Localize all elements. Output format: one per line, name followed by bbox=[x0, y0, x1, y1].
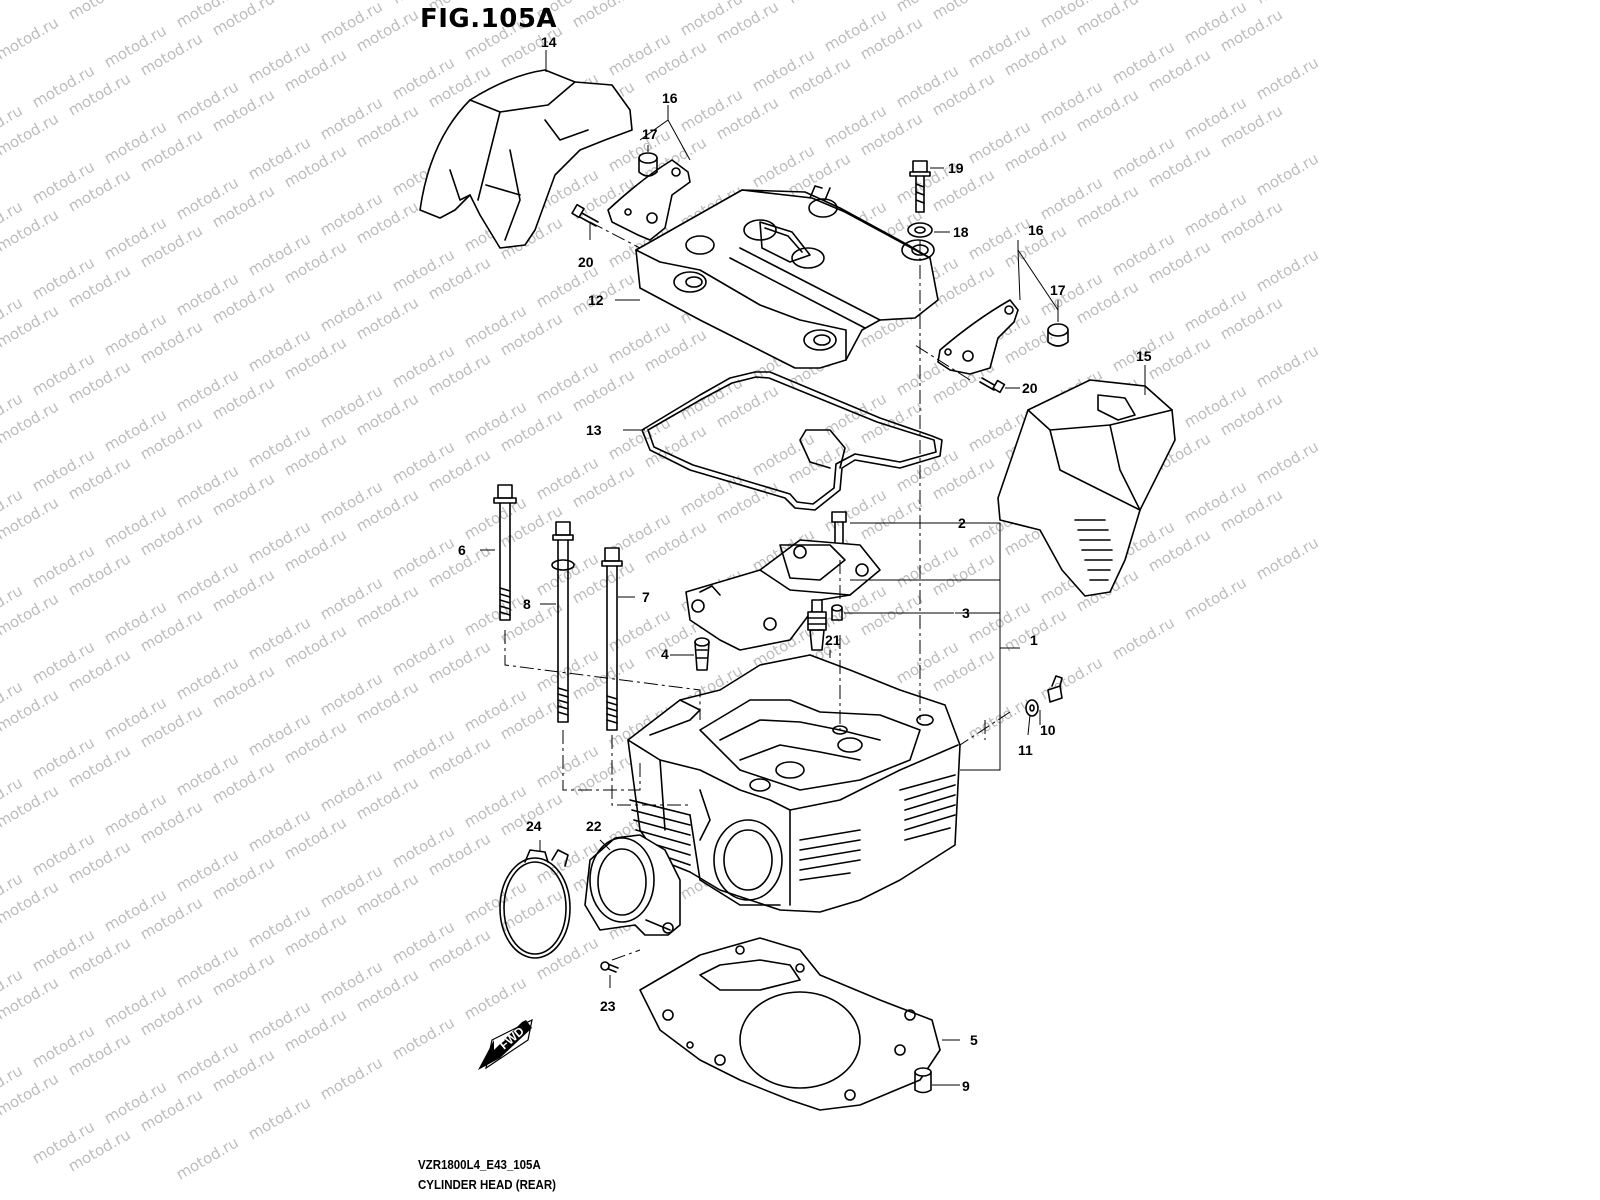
callout-12: 12 bbox=[588, 292, 604, 308]
assembly-lines bbox=[504, 221, 1011, 961]
watermark-text: motod.ru bbox=[65, 0, 134, 23]
watermark-text: motod.ru bbox=[1253, 149, 1322, 199]
part-24-clamp bbox=[499, 849, 571, 959]
callout-19: 19 bbox=[948, 160, 964, 176]
watermark-text: motod.ru bbox=[1037, 653, 1106, 703]
part-13-cover-gasket bbox=[641, 371, 943, 511]
callout-4: 4 bbox=[661, 646, 669, 662]
part-11-washer bbox=[1025, 699, 1039, 717]
part-2-bolt bbox=[831, 511, 847, 556]
watermark-text: motod.ru bbox=[245, 1093, 314, 1143]
part-16-bracket-right bbox=[937, 299, 1019, 375]
part-1-cylinder-head bbox=[627, 654, 961, 913]
watermark-text: motod.ru bbox=[0, 13, 62, 63]
callout-10: 10 bbox=[1040, 722, 1056, 738]
callout-9: 9 bbox=[962, 1078, 970, 1094]
callout-24: 24 bbox=[526, 818, 542, 834]
part-9-dowel bbox=[914, 1067, 932, 1094]
part-7-bolt bbox=[601, 547, 623, 731]
callout-16-right: 16 bbox=[1028, 222, 1044, 238]
leader-lines bbox=[480, 50, 1146, 1086]
callout-1: 1 bbox=[1030, 632, 1038, 648]
watermark-text: motod.ru bbox=[1253, 0, 1322, 7]
watermark-text: motod.ru bbox=[785, 0, 854, 7]
part-4-oil-jet bbox=[694, 637, 710, 671]
callout-11: 11 bbox=[1018, 742, 1033, 758]
watermark-text: motod.ru bbox=[533, 933, 602, 983]
part-15-side-cover-right bbox=[997, 379, 1176, 597]
part-20-bolt-lower bbox=[979, 377, 1006, 394]
callout-7: 7 bbox=[642, 589, 650, 605]
callout-3: 3 bbox=[962, 605, 970, 621]
figure-title: FIG.105A bbox=[420, 4, 558, 34]
callout-18: 18 bbox=[953, 224, 969, 240]
watermark-text: motod.ru bbox=[461, 973, 530, 1023]
watermark-text: motod.ru bbox=[1253, 341, 1322, 391]
part-8-bolt bbox=[551, 521, 575, 723]
callout-17-right: 17 bbox=[1050, 282, 1066, 298]
watermark-text: motod.ru bbox=[0, 0, 26, 15]
part-19-bolt bbox=[909, 160, 931, 213]
part-10-plug bbox=[1047, 675, 1063, 703]
part-3-dowel bbox=[831, 604, 843, 621]
callout-22: 22 bbox=[586, 818, 602, 834]
part-22-intake-pipe bbox=[584, 834, 681, 936]
watermark-text: motod.ru bbox=[929, 0, 998, 23]
callout-20-upper: 20 bbox=[578, 254, 594, 270]
watermark-text: motod.ru bbox=[317, 1053, 386, 1103]
part-23-screw bbox=[600, 961, 619, 973]
part-20-bolt-upper bbox=[571, 203, 599, 227]
figure-name: CYLINDER HEAD (REAR) bbox=[418, 1178, 556, 1192]
part-14-side-cover-left bbox=[419, 69, 633, 249]
callout-6: 6 bbox=[458, 542, 466, 558]
figure-code: VZR1800L4_E43_105A bbox=[418, 1158, 541, 1172]
callout-13: 13 bbox=[586, 422, 602, 438]
callout-21: 21 bbox=[825, 632, 841, 648]
watermark-text: motod.ru bbox=[1253, 533, 1322, 583]
callout-5: 5 bbox=[970, 1032, 978, 1048]
part-21-spark-plug bbox=[807, 599, 827, 651]
part-cam-holder bbox=[685, 539, 881, 651]
callout-8: 8 bbox=[523, 596, 531, 612]
callout-20-right: 20 bbox=[1022, 380, 1038, 396]
watermark-text: motod.ru bbox=[1253, 437, 1322, 487]
part-18-washer bbox=[907, 222, 933, 238]
callout-23: 23 bbox=[600, 998, 616, 1014]
watermark-text: motod.ru bbox=[569, 0, 638, 31]
part-16-bracket-upper bbox=[607, 159, 691, 241]
part-17-grommet-upper bbox=[638, 152, 658, 177]
watermark-text: motod.ru bbox=[1181, 573, 1250, 623]
callout-17-upper: 17 bbox=[642, 126, 658, 142]
callout-15: 15 bbox=[1136, 348, 1152, 364]
watermark-text: motod.ru bbox=[1253, 245, 1322, 295]
part-12-head-cover bbox=[635, 185, 939, 369]
callout-14: 14 bbox=[541, 34, 557, 50]
callout-2: 2 bbox=[958, 515, 966, 531]
watermark-text: motod.ru bbox=[389, 1013, 458, 1063]
fwd-arrow-icon bbox=[478, 1018, 533, 1070]
part-6-long-bolt bbox=[493, 484, 517, 621]
watermark-text: motod.ru bbox=[173, 1133, 242, 1183]
callout-16-upper: 16 bbox=[662, 90, 678, 106]
watermark-text: motod.ru bbox=[1109, 613, 1178, 663]
part-17-grommet-right bbox=[1047, 323, 1069, 347]
part-5-head-gasket bbox=[639, 937, 941, 1111]
watermark-text: motod.ru bbox=[1253, 53, 1322, 103]
